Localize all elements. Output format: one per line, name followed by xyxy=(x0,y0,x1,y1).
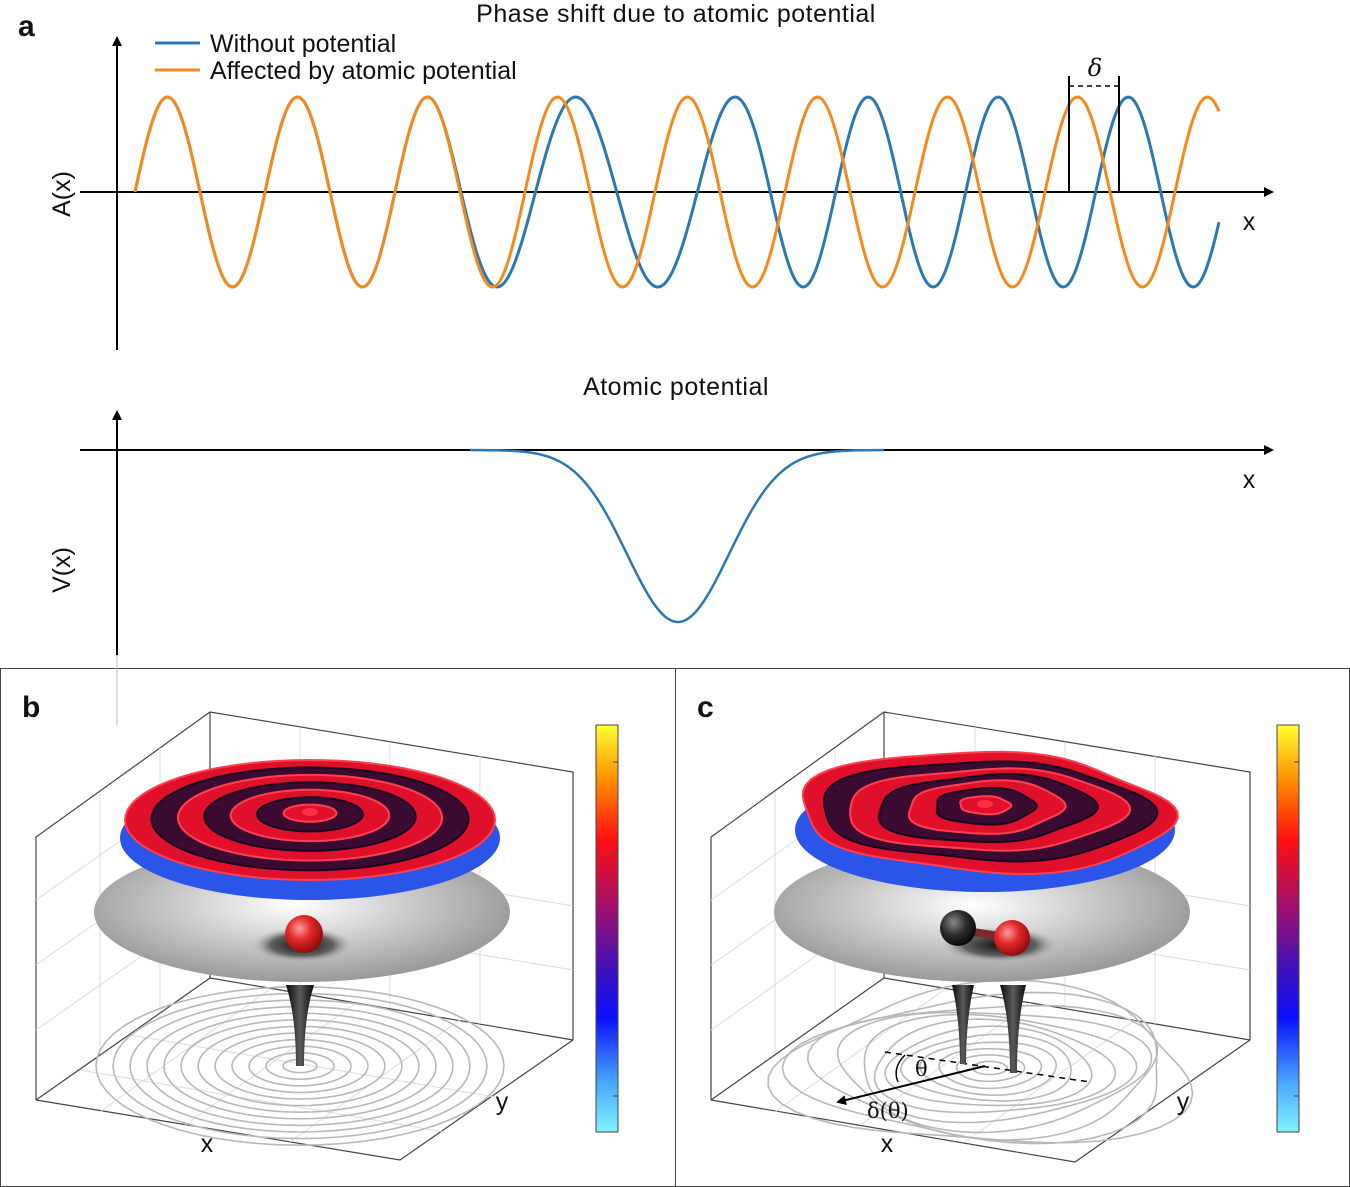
y-axis-label-c: y xyxy=(1177,1088,1190,1116)
potential-spike-c-2 xyxy=(1000,985,1026,1073)
atom-red-c xyxy=(994,920,1030,956)
panel-b-contours xyxy=(95,985,505,1147)
panel-c-contours xyxy=(767,979,1194,1145)
panel-b: b xyxy=(22,691,619,1161)
contour-ring xyxy=(112,992,488,1140)
molecule-axis-dashed xyxy=(884,1051,1091,1083)
angle-label: θ xyxy=(915,1057,928,1081)
contour-ring xyxy=(781,991,1158,1145)
panel-letter-b: b xyxy=(22,691,40,724)
wave-surface-b xyxy=(120,758,500,900)
contour-ring xyxy=(955,1054,1026,1083)
contour-ring xyxy=(197,1025,403,1107)
colorbar-b xyxy=(595,724,619,1133)
wave-center-peak xyxy=(302,808,318,816)
contour-ring xyxy=(146,1005,454,1127)
contour-ring xyxy=(129,999,471,1133)
contour-ring xyxy=(806,1004,1159,1141)
colorbar-b-ticks xyxy=(613,761,618,1097)
atom-b xyxy=(285,915,323,953)
delta-label: δ xyxy=(1088,54,1102,82)
contour-ring xyxy=(231,1038,369,1094)
contour-ring xyxy=(163,1012,437,1120)
colorbar-c-ticks xyxy=(1294,761,1299,1097)
contour-ring xyxy=(214,1032,386,1100)
contour-ring xyxy=(180,1018,420,1114)
legend-label-without: Without potential xyxy=(210,30,396,58)
contour-ring xyxy=(836,1011,1153,1134)
wave-center-peak xyxy=(977,800,993,808)
contour-ring xyxy=(95,985,505,1147)
series-line-affected xyxy=(133,95,1221,289)
potential-title: Atomic potential xyxy=(583,373,769,401)
legend-label-affected: Affected by atomic potential xyxy=(210,57,517,85)
contour-ring xyxy=(248,1045,352,1087)
contour-ring xyxy=(265,1051,335,1081)
contour-ring xyxy=(919,1041,1058,1097)
colorbar-c xyxy=(1276,724,1300,1133)
contour-ring xyxy=(282,1058,318,1074)
contour-ring xyxy=(884,1025,1093,1107)
panel-a-title: Phase shift due to atomic potential xyxy=(476,0,876,28)
shift-label: δ(θ) xyxy=(867,1099,909,1123)
x-axis-label-a: x xyxy=(1243,208,1256,236)
shift-direction-arrow xyxy=(836,1065,986,1105)
y-axis-label-a: A(x) xyxy=(48,171,76,217)
panel-letter-c: c xyxy=(697,691,714,724)
potential-curve xyxy=(469,448,885,624)
contour-ring xyxy=(767,979,1194,1144)
x-axis-label-potential: x xyxy=(1243,466,1256,494)
atom-dark-c xyxy=(940,910,976,946)
angle-arc xyxy=(895,1054,906,1083)
potential-spike-c-1 xyxy=(952,985,974,1064)
y-axis-label-b: y xyxy=(496,1088,509,1116)
y-axis-label-potential: V(x) xyxy=(48,547,76,593)
panel-letter-a: a xyxy=(18,10,35,43)
contour-ring xyxy=(863,1013,1138,1124)
contour-ring xyxy=(873,1018,1117,1114)
wave-surface-c xyxy=(795,750,1179,892)
panel-c: c θ δ(θ) xyxy=(697,691,1300,1163)
x-axis-label-b: x xyxy=(201,1130,214,1158)
potential-spike-b xyxy=(286,985,314,1066)
contour-ring xyxy=(900,1033,1072,1102)
x-axis-label-c: x xyxy=(881,1130,894,1158)
